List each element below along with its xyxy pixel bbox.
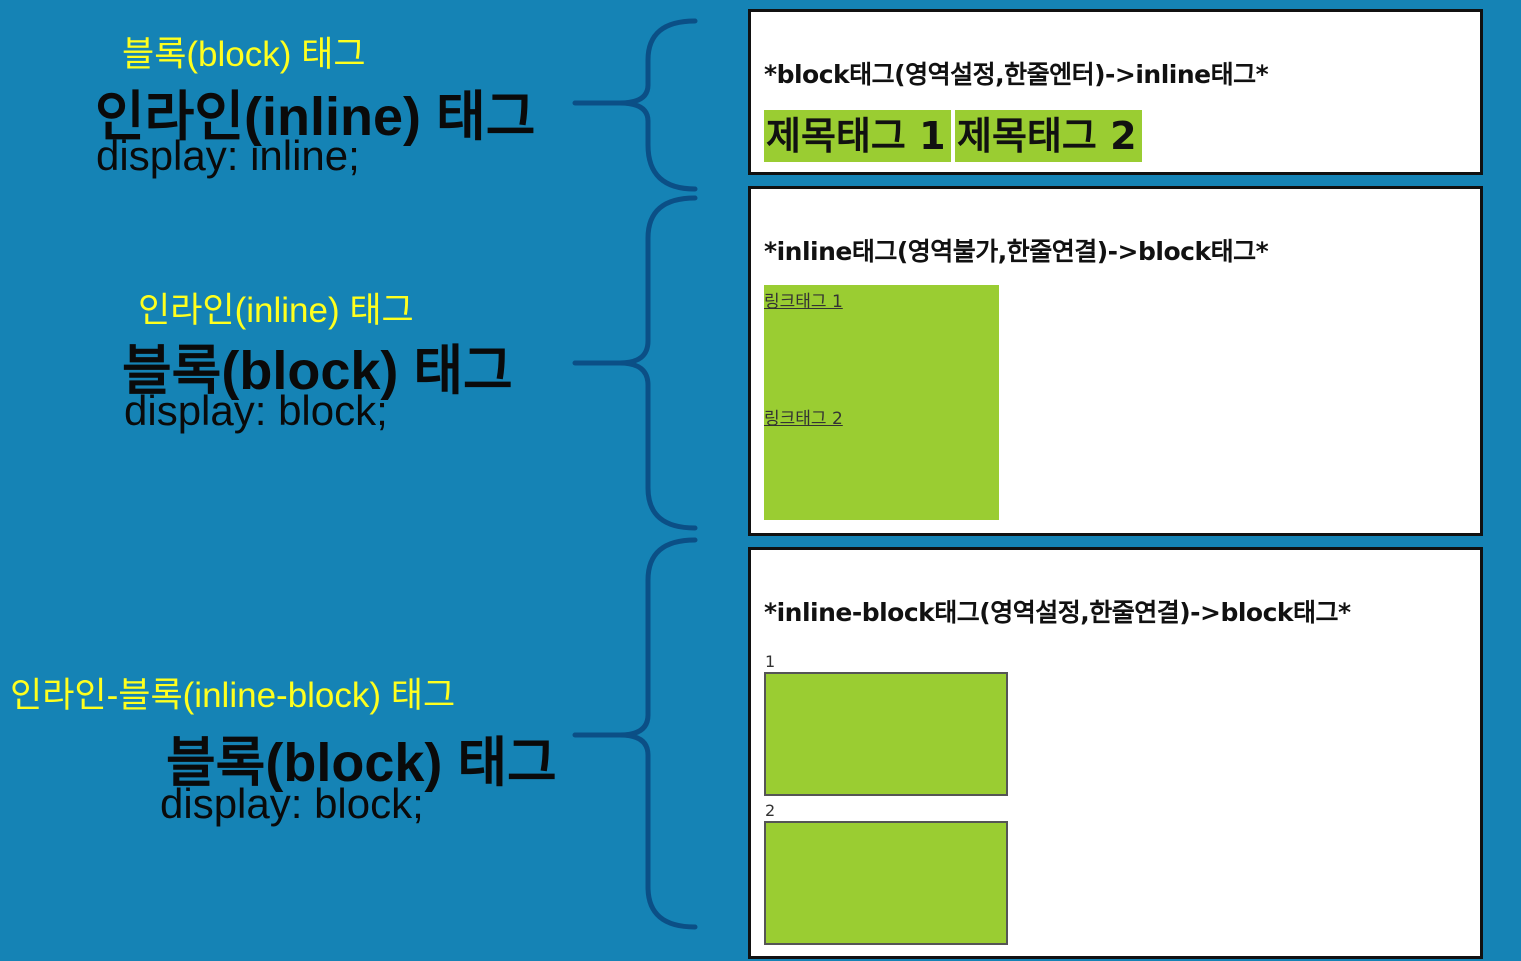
link-block-area: 링크태그 1 링크태그 2 xyxy=(764,285,999,520)
panel-inline-to-block: *inline태그(영역불가,한줄연결)->block태그* 링크태그 1 링크… xyxy=(748,186,1483,536)
link-tag-1[interactable]: 링크태그 1 xyxy=(764,292,843,312)
item-label-1: 1 xyxy=(765,652,776,671)
section2-original-label: 인라인(inline) 태그 xyxy=(138,291,414,330)
section1-original-label: 블록(block) 태그 xyxy=(122,35,366,74)
heading-tag-1: 제목태그 1 xyxy=(764,110,951,162)
panel-inline-block-to-block: *inline-block태그(영역설정,한줄연결)->block태그* 1 2 xyxy=(748,547,1483,959)
section3-changed-label: 블록(block) 태그 xyxy=(166,733,557,793)
panel1-title: *block태그(영역설정,한줄엔터)->inline태그* xyxy=(764,60,1269,89)
heading-tag-2: 제목태그 2 xyxy=(955,110,1142,162)
item-label-2: 2 xyxy=(765,801,776,820)
section1-changed-label: 인라인(inline) 태그 xyxy=(95,87,536,147)
section3-original-label: 인라인-블록(inline-block) 태그 xyxy=(10,676,456,715)
brace-section3 xyxy=(572,537,698,930)
link-tag-2[interactable]: 링크태그 2 xyxy=(764,409,843,429)
brace-section1 xyxy=(572,18,698,192)
section2-changed-label: 블록(block) 태그 xyxy=(122,341,513,401)
brace-section2 xyxy=(572,195,698,531)
panel2-title: *inline태그(영역불가,한줄연결)->block태그* xyxy=(764,237,1269,266)
section3-css-label: display: block; xyxy=(160,780,424,827)
inline-block-box-1 xyxy=(764,672,1008,796)
panel-block-to-inline: *block태그(영역설정,한줄엔터)->inline태그* 제목태그 1 제목… xyxy=(748,9,1483,175)
inline-block-box-2 xyxy=(764,821,1008,945)
panel3-title: *inline-block태그(영역설정,한줄연결)->block태그* xyxy=(764,598,1351,627)
section2-css-label: display: block; xyxy=(124,387,388,434)
section1-css-label: display: inline; xyxy=(96,132,360,179)
